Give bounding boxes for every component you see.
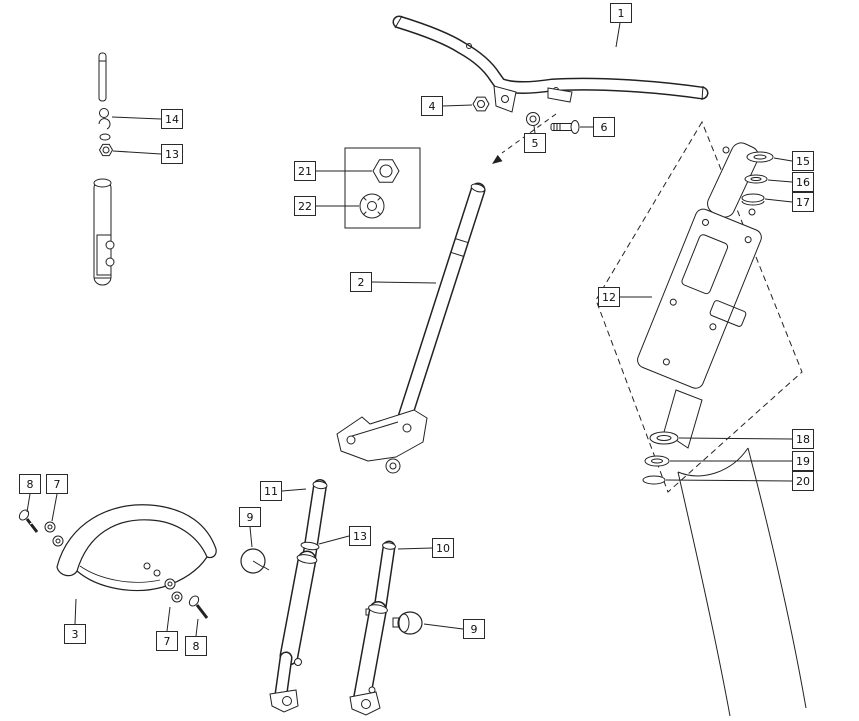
- fender-screw-washer-bottom-drawing: [164, 578, 209, 619]
- lower-bearing-stack-drawing: [642, 431, 679, 485]
- leader-line-8: [195, 618, 199, 637]
- callout-16: 16: [792, 172, 814, 192]
- leader-line-7: [166, 606, 171, 632]
- leader-line-20: [665, 479, 793, 482]
- upper-column-parts-drawing: [93, 52, 115, 286]
- leader-line-3: [74, 598, 77, 625]
- fender-screw-washer-top-drawing: [18, 509, 64, 547]
- callout-8: 8: [19, 474, 41, 494]
- callout-13: 13: [349, 526, 371, 546]
- callout-18: 18: [792, 429, 814, 449]
- callout-7: 7: [156, 631, 178, 651]
- callout-11: 11: [260, 481, 282, 501]
- callout-14: 14: [161, 109, 183, 129]
- fork-cap-right-drawing: [392, 611, 423, 635]
- callout-5: 5: [524, 133, 546, 153]
- handlebar-nut-drawing: [472, 96, 490, 112]
- leader-line-16: [767, 179, 793, 183]
- callout-19: 19: [792, 451, 814, 471]
- callout-9: 9: [239, 507, 261, 527]
- handlebar-bolt-drawing: [550, 120, 580, 134]
- callout-17: 17: [792, 192, 814, 212]
- leader-lines-layer: [26, 22, 793, 637]
- callout-7: 7: [46, 474, 68, 494]
- callout-9: 9: [463, 619, 485, 639]
- leader-line-9: [249, 526, 253, 548]
- leader-line-8: [26, 493, 31, 513]
- leader-line-18: [678, 437, 793, 440]
- callout-13: 13: [161, 144, 183, 164]
- leader-line-2: [371, 281, 437, 284]
- leader-line-10: [397, 547, 433, 550]
- left-fork-leg-drawing: [269, 479, 328, 713]
- handlebar-drawing: [392, 15, 709, 113]
- fork-cap-left-drawing: [240, 548, 270, 574]
- upper-bearing-stack-drawing: [741, 151, 774, 206]
- handlebar-washer-drawing: [526, 112, 540, 126]
- leader-line-13: [112, 150, 162, 155]
- callout-8: 8: [185, 636, 207, 656]
- callout-1: 1: [610, 3, 632, 23]
- leader-line-11: [281, 488, 307, 492]
- callout-10: 10: [432, 538, 454, 558]
- steering-nut-box-drawing: [344, 147, 421, 229]
- callout-15: 15: [792, 151, 814, 171]
- assembly-arrow: [492, 113, 557, 164]
- leader-line-17: [764, 198, 793, 203]
- steering-stem-drawing: [396, 182, 486, 428]
- leader-line-15: [773, 157, 793, 162]
- callout-6: 6: [593, 117, 615, 137]
- callout-12: 12: [598, 287, 620, 307]
- callout-20: 20: [792, 471, 814, 491]
- leader-line-7: [51, 493, 58, 522]
- right-fork-leg-drawing: [349, 540, 396, 716]
- lower-bracket-drawing: [336, 409, 428, 474]
- callout-22: 22: [294, 196, 316, 216]
- leader-line-14: [111, 116, 162, 120]
- leader-line-5: [533, 125, 536, 134]
- callout-3: 3: [64, 624, 86, 644]
- callout-21: 21: [294, 161, 316, 181]
- front-fender-drawing: [56, 504, 217, 592]
- leader-line-9: [423, 623, 464, 630]
- leader-line-4: [442, 104, 473, 107]
- callout-2: 2: [350, 272, 372, 292]
- frame-bracket-drawing: [595, 120, 807, 717]
- leader-line-13: [318, 535, 350, 545]
- callout-4: 4: [421, 96, 443, 116]
- leader-line-1: [615, 22, 621, 48]
